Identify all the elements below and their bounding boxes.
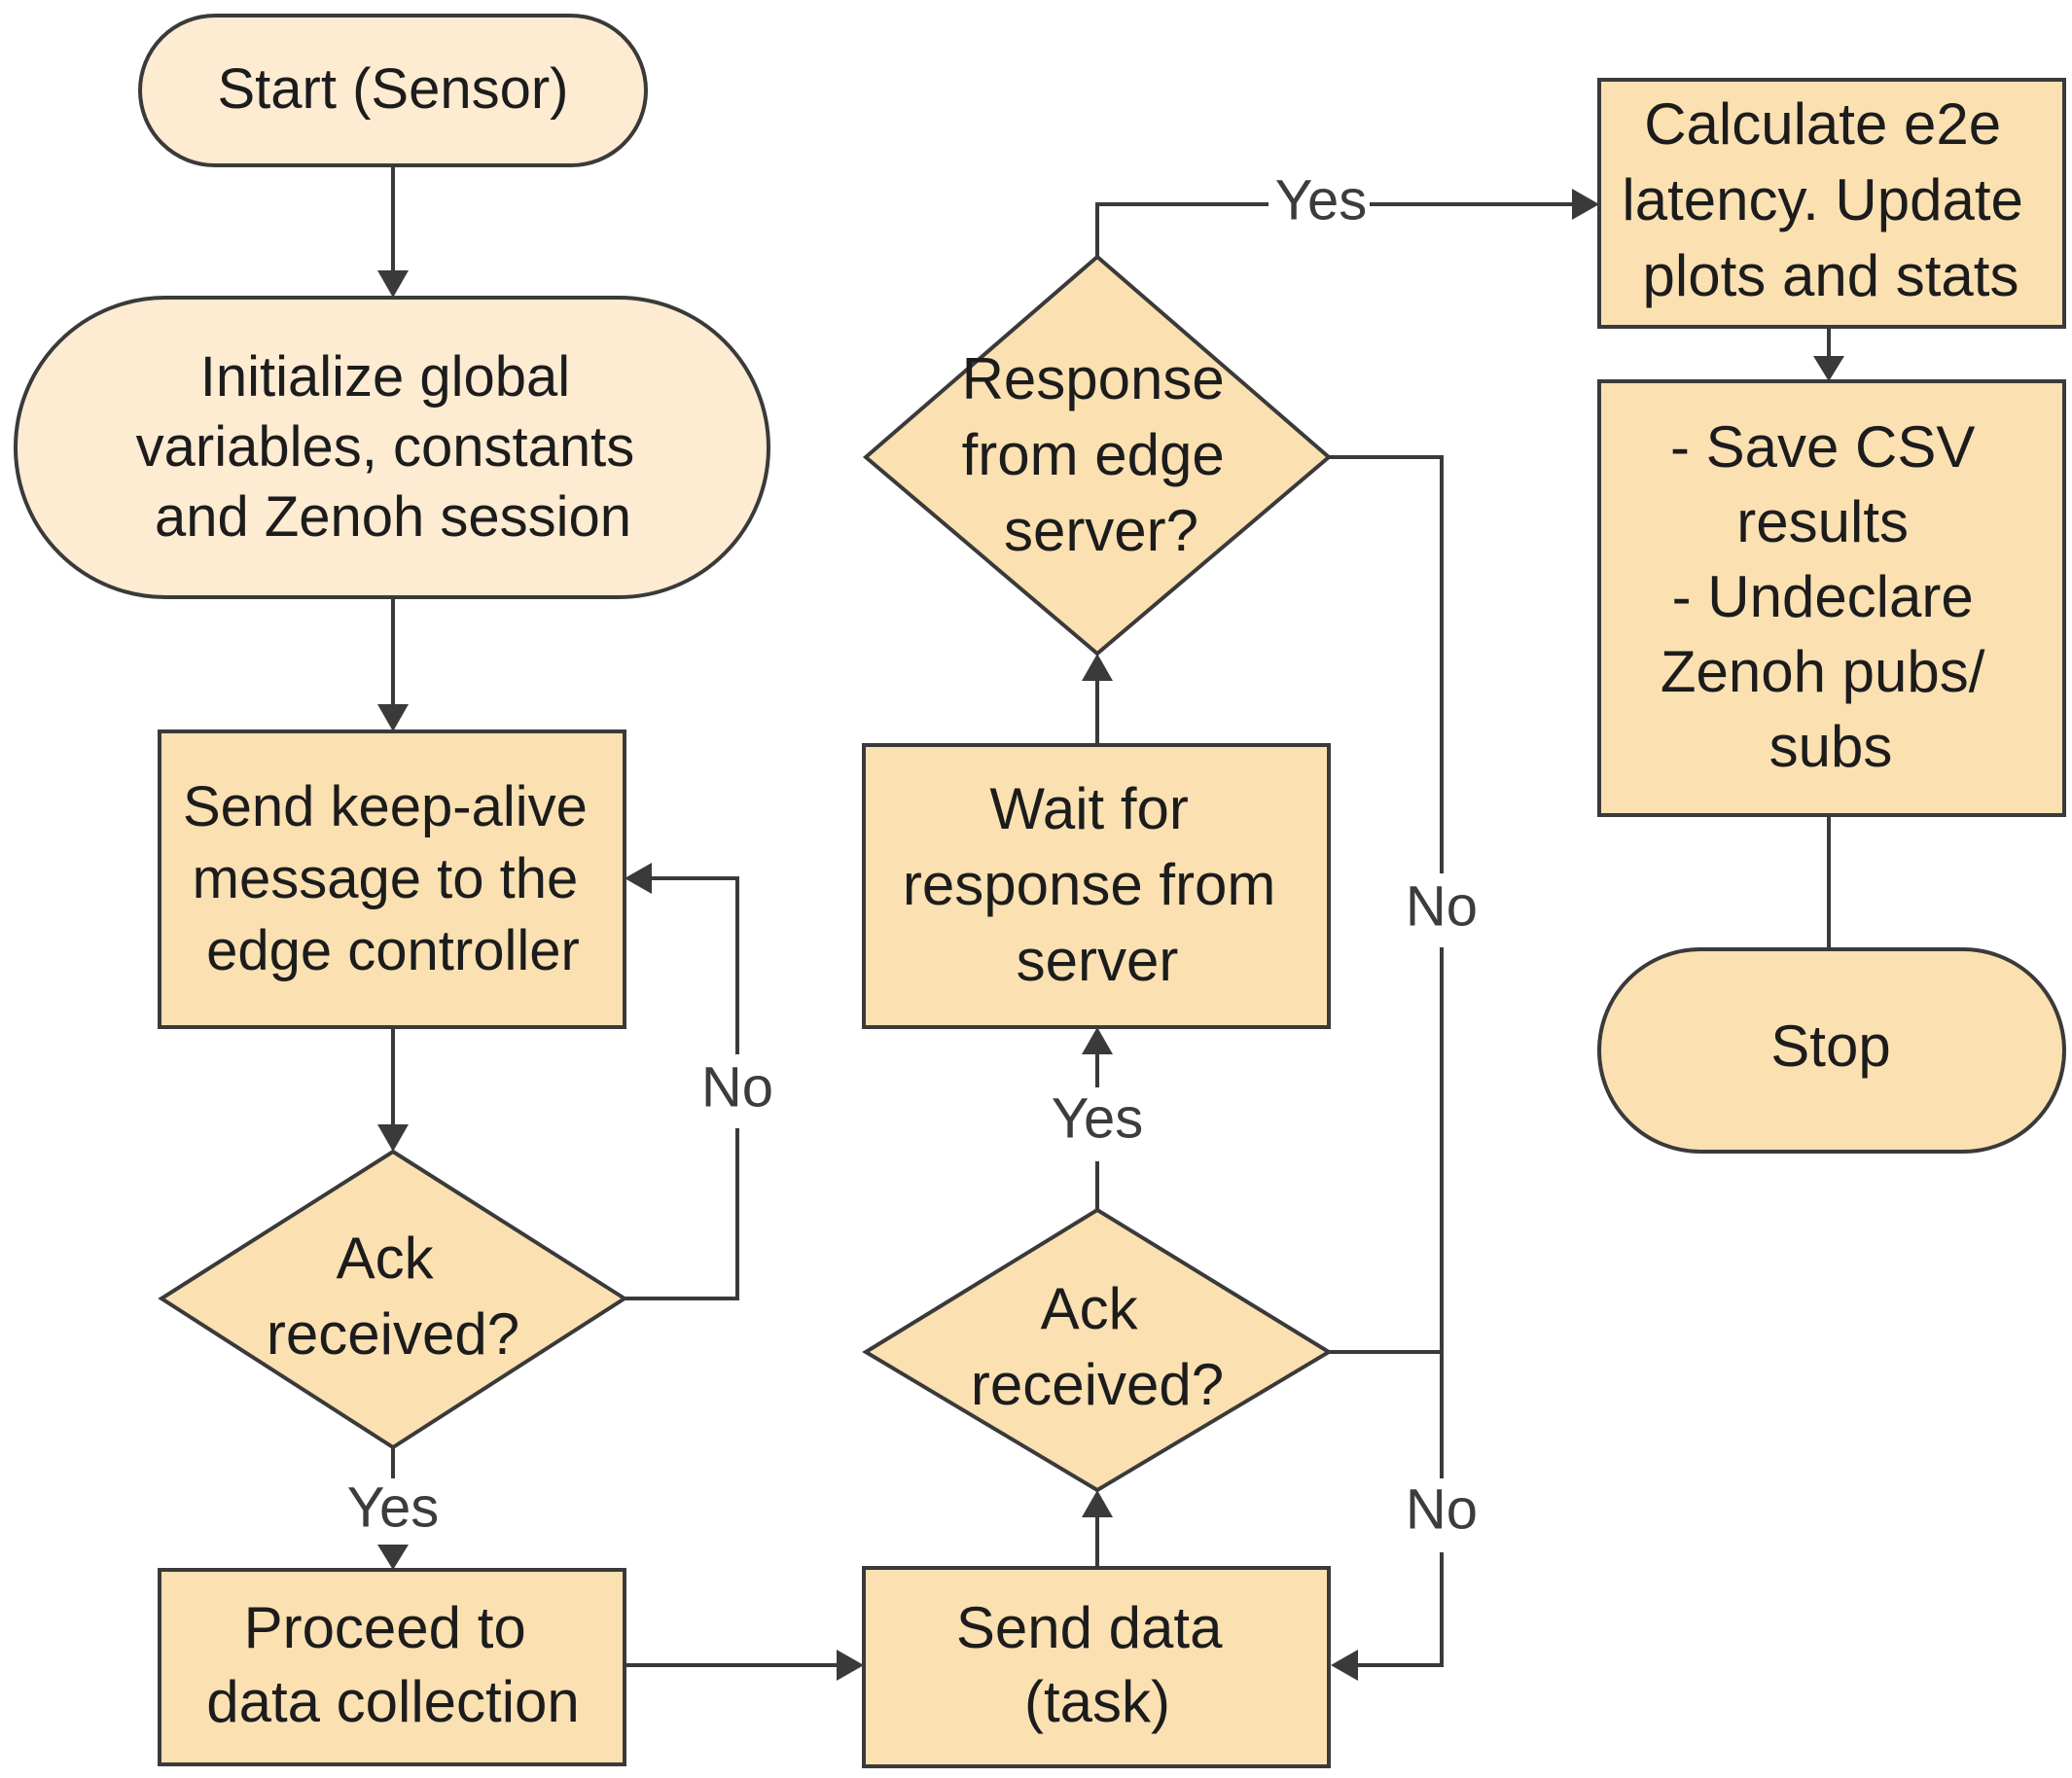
response-text: Response from edge server? (962, 346, 1241, 563)
start-text: Start (Sensor) (218, 57, 569, 121)
label-ack1-yes: Yes (347, 1476, 440, 1539)
node-calc: Calculate e2e latency. Update plots and … (1597, 78, 2066, 329)
node-start: Start (Sensor) (138, 14, 648, 167)
edge-response-calc (1095, 202, 1576, 257)
calc-text: Calculate e2e latency. Update plots and … (1622, 91, 2039, 308)
ack2-text: Ack received? (971, 1276, 1224, 1417)
arrowhead-keepalive-ack1 (377, 1124, 409, 1152)
arrowhead-proceed-send (837, 1650, 864, 1681)
arrowhead-send-ack2 (1082, 1490, 1113, 1517)
node-wait: Wait for response from server (862, 743, 1331, 1029)
node-send-data: Send data (task) (862, 1566, 1331, 1768)
arrowhead-response-calc (1572, 189, 1599, 220)
node-init: Initialize global variables, constants a… (14, 296, 770, 599)
label-response-no: No (1406, 874, 1478, 938)
arrowhead-ack2-wait (1082, 1027, 1113, 1054)
save-text: - Save CSV results - Undeclare Zenoh pub… (1661, 414, 2001, 779)
edge-response-no (1329, 455, 1444, 1667)
label-ack2-yes: Yes (1052, 1086, 1144, 1150)
node-save: - Save CSV results - Undeclare Zenoh pub… (1597, 379, 2066, 817)
node-ack2: Ack received? (862, 1207, 1333, 1493)
node-stop: Stop (1597, 947, 2066, 1154)
node-keepalive: Send keep-alive message to the edge cont… (158, 729, 626, 1029)
init-text: Initialize global variables, constants a… (136, 345, 651, 549)
label-ack2-no: No (1406, 1477, 1478, 1541)
proceed-text: Proceed to data collection (206, 1595, 580, 1734)
arrowhead-init-keepalive (377, 704, 409, 731)
arrowhead-wait-response (1082, 654, 1113, 681)
node-proceed: Proceed to data collection (158, 1568, 626, 1766)
send-data-text: Send data (task) (956, 1595, 1238, 1734)
arrowhead-ack1-no (625, 863, 652, 894)
arrowhead-no-send (1331, 1650, 1358, 1681)
connectors (377, 165, 1844, 1681)
wait-text: Wait for response from server (903, 776, 1292, 993)
label-ack1-no: No (701, 1055, 773, 1119)
node-response: Response from edge server? (862, 254, 1333, 657)
stop-text: Stop (1770, 1013, 1890, 1079)
edge-labels: No Yes Yes No Yes No (337, 168, 1486, 1552)
ack1-text: Ack received? (267, 1226, 519, 1367)
node-ack1: Ack received? (158, 1149, 628, 1450)
keepalive-text: Send keep-alive message to the edge cont… (183, 775, 603, 982)
label-response-yes: Yes (1275, 168, 1368, 231)
arrowhead-ack1-proceed (377, 1545, 409, 1570)
arrowhead-calc-save (1813, 356, 1844, 381)
arrowhead-start-init (377, 270, 409, 298)
